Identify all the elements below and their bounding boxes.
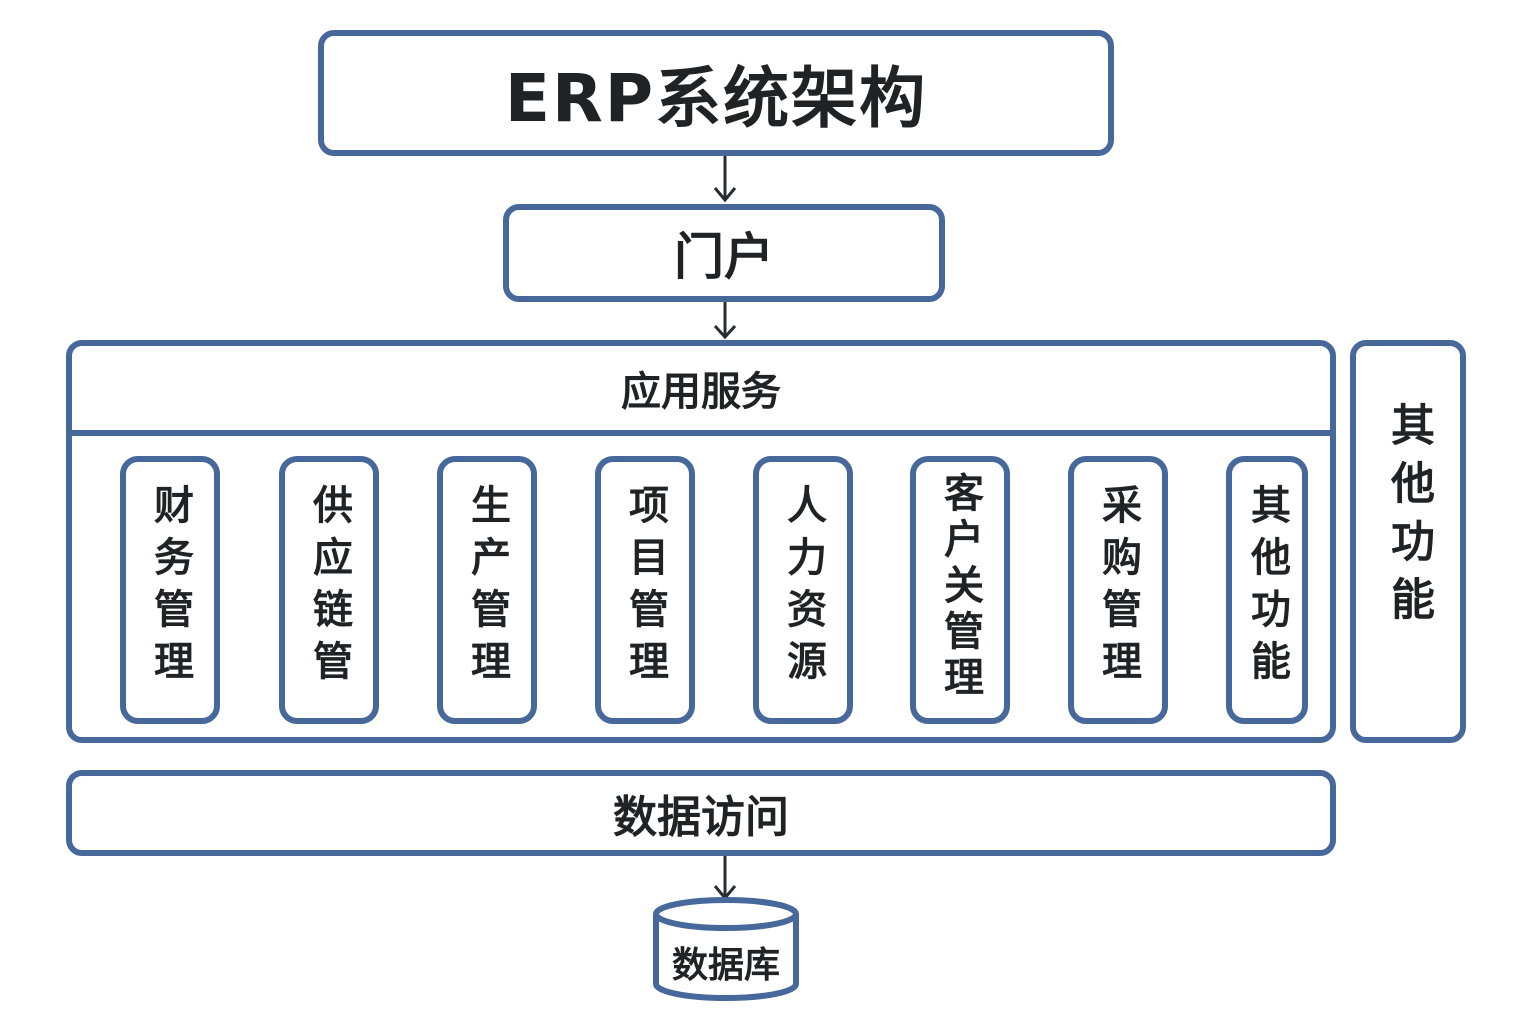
module-label: 其他功能 <box>1244 484 1290 692</box>
database-label: 数据库 <box>671 945 780 986</box>
side-panel-other-functions: 其他功能 <box>1350 340 1466 743</box>
arrow-portal-to-app <box>713 302 737 340</box>
module-supply-chain: 供应链管 <box>279 456 379 724</box>
module-project: 项目管理 <box>595 456 695 724</box>
diagram-title: ERP系统架构 <box>504 60 928 137</box>
module-hr: 人力资源 <box>753 456 853 724</box>
arrow-title-to-portal <box>713 156 737 203</box>
application-services-box: 应用服务 财务管理 供应链管 生产管理 项目管理 人力资源 客户关管理 采购管理… <box>66 340 1336 743</box>
module-label: 客户关管理 <box>937 472 983 702</box>
application-services-header: 应用服务 <box>72 346 1330 436</box>
module-label: 财务管理 <box>147 484 193 692</box>
module-finance: 财务管理 <box>120 456 220 724</box>
module-label: 采购管理 <box>1095 484 1141 692</box>
module-label: 人力资源 <box>780 484 826 692</box>
module-label: 项目管理 <box>622 484 668 692</box>
title-box: ERP系统架构 <box>318 30 1114 156</box>
portal-label: 门户 <box>674 228 774 286</box>
portal-box: 门户 <box>503 204 945 302</box>
module-crm: 客户关管理 <box>910 456 1010 724</box>
data-access-label: 数据访问 <box>613 792 789 843</box>
module-label: 生产管理 <box>464 484 510 692</box>
module-label: 供应链管 <box>306 484 352 692</box>
module-production: 生产管理 <box>437 456 537 724</box>
database-cylinder-icon <box>653 897 799 1001</box>
data-access-box: 数据访问 <box>66 770 1336 856</box>
side-panel-label: 其他功能 <box>1383 402 1434 634</box>
application-services-label: 应用服务 <box>621 369 781 415</box>
module-other: 其他功能 <box>1226 456 1308 724</box>
module-procurement: 采购管理 <box>1068 456 1168 724</box>
